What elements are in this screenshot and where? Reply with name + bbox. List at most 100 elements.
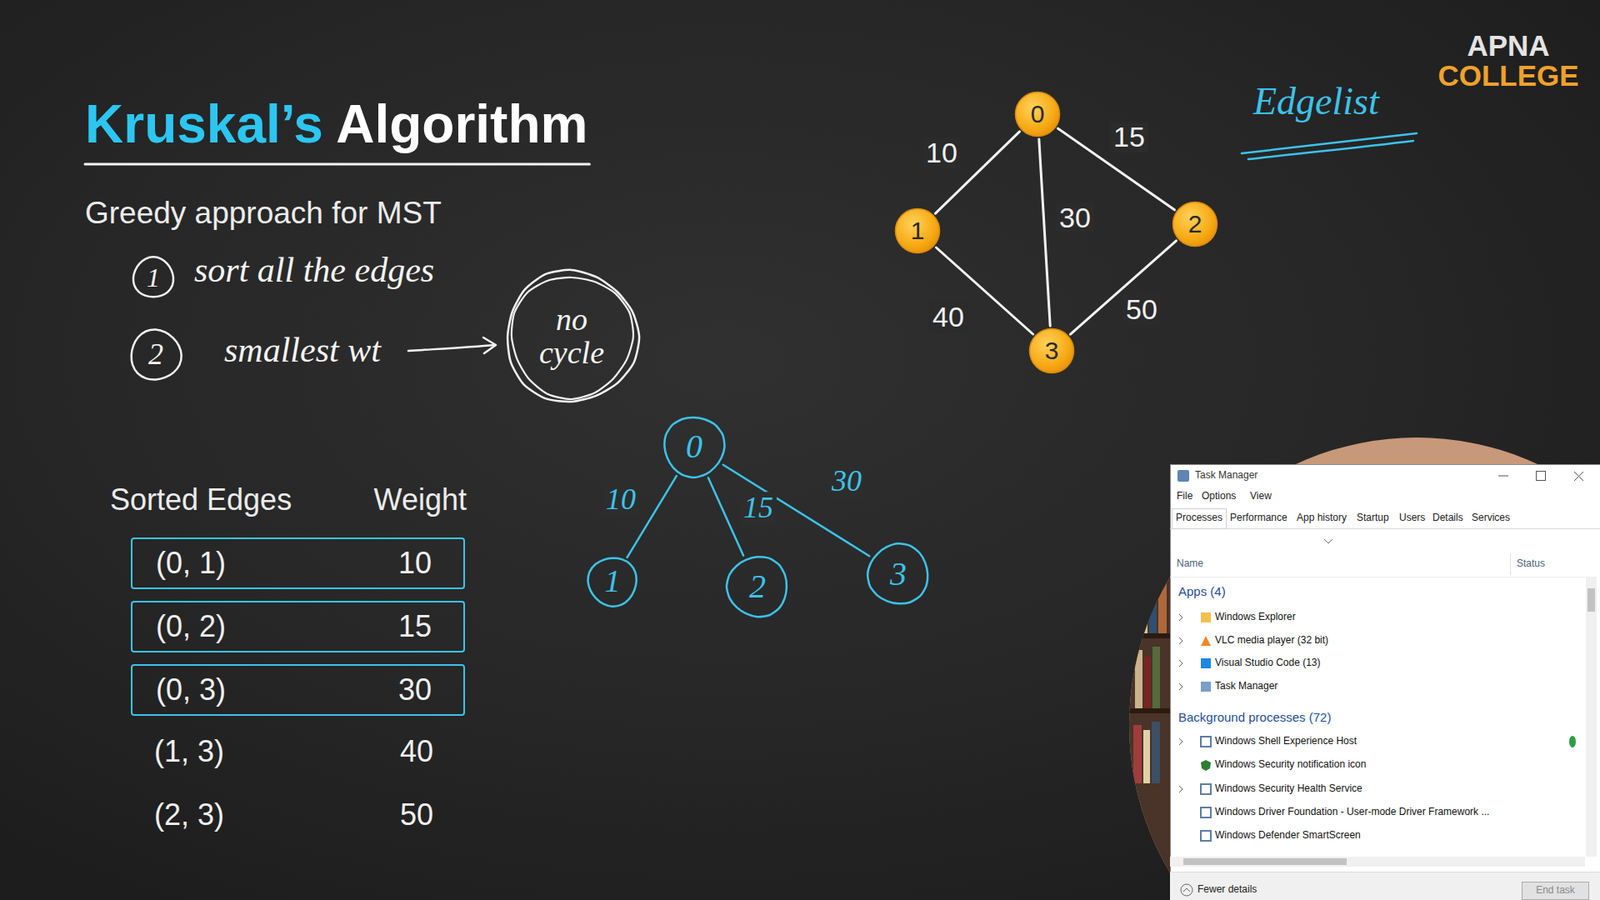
graph-vertex: 2 [1171, 200, 1219, 248]
process-icon [1200, 784, 1211, 795]
window-text: Windows Security notification icon [1215, 759, 1366, 771]
vertex-disc [1015, 92, 1060, 137]
circle-outline [585, 555, 640, 609]
label-slot: COLLEGE [1437, 60, 1579, 92]
window-text: Fewer details [1197, 884, 1257, 896]
window-text: VLC media player (32 bit) [1215, 635, 1329, 647]
graph-vertex: 1 [894, 207, 941, 255]
window-text-slot: Task Manager [1215, 680, 1278, 693]
minimize-icon [1498, 475, 1509, 477]
window-text-slot: Windows Security Health Service [1215, 783, 1363, 795]
window-text-slot: Performance [1230, 512, 1288, 525]
mst-vertex: 1 [585, 555, 640, 609]
tab-strip-line [1170, 528, 1600, 530]
vlc-icon [1200, 635, 1211, 646]
end-task-button: End task [1521, 881, 1590, 900]
window-text-slot: Services [1471, 512, 1510, 525]
window-text-slot: Background processes (72) [1178, 710, 1331, 725]
title-slot: Kruskal’s Algorithm [85, 94, 588, 156]
vscode-icon [1200, 658, 1211, 669]
label-slot: (1, 3) [154, 734, 225, 769]
graph-edge [1070, 240, 1176, 335]
logo-text: COLLEGE [1437, 60, 1579, 92]
vertex-disc [895, 209, 940, 254]
window-text: Name [1176, 558, 1204, 570]
window-text: App history [1296, 512, 1347, 525]
hand-circle [588, 558, 637, 607]
edge-label-slot: 10 [602, 483, 640, 517]
table-cell: 10 [398, 545, 432, 580]
slide-title: Kruskal’s Algorithm [85, 94, 588, 156]
scroll-thumb [1183, 858, 1347, 865]
taskmanager-icon [1200, 681, 1211, 692]
shelf-board [1125, 633, 1172, 639]
window-panel [1170, 465, 1600, 900]
window-text: Windows Shell Experience Host [1215, 735, 1357, 748]
book [1152, 646, 1160, 709]
window-text: Status [1516, 558, 1545, 570]
fewer-details-chevron [1183, 888, 1190, 892]
edge-label-slot: 40 [929, 301, 968, 333]
label-slot: sort all the edges [194, 250, 435, 290]
label-slot: Sorted Edges [110, 482, 292, 517]
circle-outline [865, 541, 931, 607]
table-cell: (0, 1) [155, 545, 226, 580]
label-slot: APNA [1466, 30, 1550, 62]
window-text-slot: Details [1432, 512, 1464, 525]
process-icon [1200, 736, 1211, 747]
hand-circle [133, 256, 174, 297]
label-slot: smallest wt [224, 330, 381, 370]
window-text-slot: Processes [1175, 512, 1223, 525]
hand-circle [507, 270, 640, 402]
window-text-slot: Fewer details [1197, 884, 1257, 896]
window-text-slot: Task Manager [1195, 470, 1258, 482]
graph-vertex: 0 [1014, 90, 1061, 138]
task-manager-window: Task ManagerFileOptionsViewProcessesPerf… [1170, 464, 1600, 900]
edge-label-slot: 50 [1122, 294, 1161, 325]
step-note: sort all the edges [194, 250, 435, 290]
column-separator [1510, 553, 1511, 575]
table-header: Weight [374, 482, 467, 517]
circle-outline [1028, 327, 1075, 375]
hand-circle [664, 417, 725, 478]
bookshelf [1125, 533, 1172, 900]
book [1135, 650, 1143, 709]
window-text: Services [1471, 512, 1510, 525]
window-text: View [1250, 490, 1272, 503]
book [1143, 730, 1150, 784]
edge-label-slot: 15 [740, 491, 777, 525]
mst-vertex: 3 [865, 541, 931, 607]
window-text: Background processes (72) [1178, 710, 1331, 725]
circle-outline [661, 414, 727, 480]
edge-weight: 40 [929, 301, 968, 333]
window-text-slot: Windows Explorer [1215, 611, 1296, 624]
window-text-slot: Windows Driver Foundation - User-mode Dr… [1215, 806, 1490, 819]
window-text-slot: View [1250, 490, 1272, 503]
window-text: Windows Security Health Service [1215, 783, 1363, 795]
graph-edge [1039, 139, 1050, 326]
expand-chevrons [1179, 614, 1183, 793]
process-icon [1200, 807, 1211, 818]
table-cell: (0, 2) [155, 609, 226, 644]
edge-weight: 30 [1055, 202, 1095, 234]
selected-edge-row: (0, 2) 15 [130, 600, 465, 653]
table-cell: 50 [400, 797, 434, 832]
graph-edge [723, 465, 870, 557]
graph-edge [935, 131, 1020, 214]
app-icon [1177, 470, 1190, 482]
explorer-icon [1200, 612, 1211, 623]
title-underline [85, 163, 590, 166]
circle-label: 1 [910, 216, 925, 246]
selected-edge-row: (0, 1) 10 [130, 537, 465, 590]
window-text-slot: Windows Security notification icon [1215, 759, 1366, 771]
window-text: Windows Defender SmartScreen [1215, 830, 1361, 842]
window-text: Processes [1175, 512, 1223, 525]
logo-text: APNA [1466, 30, 1550, 62]
circle-outline [1014, 90, 1061, 138]
hand-arrow-head [483, 337, 496, 354]
table-cell: 15 [398, 609, 432, 644]
window-text-slot: Name [1176, 558, 1204, 570]
